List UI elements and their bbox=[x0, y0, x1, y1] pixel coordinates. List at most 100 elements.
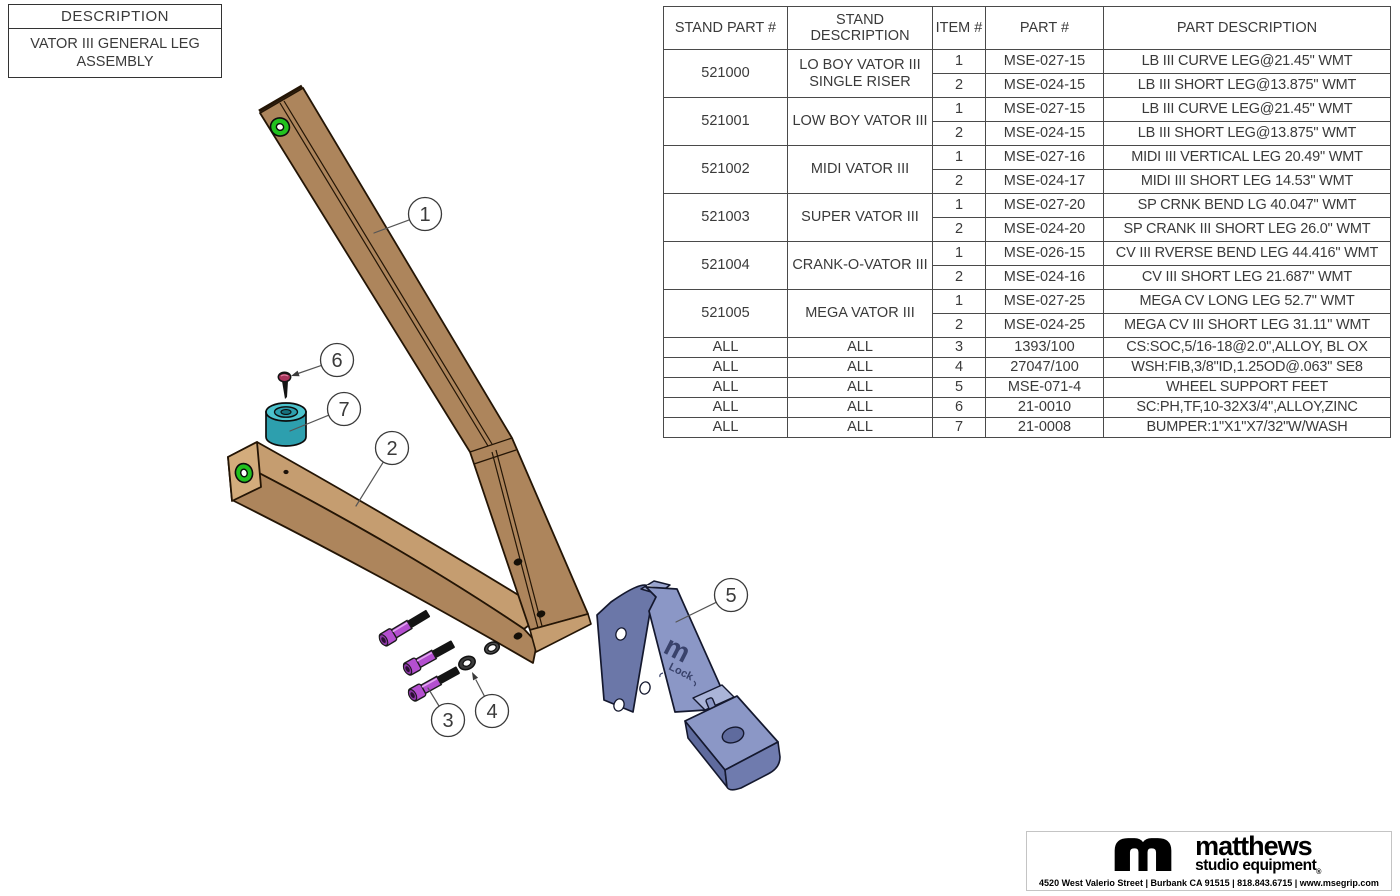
callout-4 bbox=[474, 693, 510, 729]
item-cell: 1 bbox=[932, 241, 986, 266]
stand-description-cell: ALL bbox=[787, 417, 933, 438]
svg-text:5: 5 bbox=[725, 585, 736, 607]
stand-part-cell: 521004 bbox=[663, 241, 788, 290]
table-row: 2 MSE-024-16 CV III SHORT LEG 21.687" WM… bbox=[664, 265, 1391, 290]
svg-text:2: 2 bbox=[386, 438, 397, 460]
item-cell: 2 bbox=[932, 217, 986, 242]
part-description-cell: WSH:FIB,3/8"ID,1.25OD@.063" SE8 bbox=[1103, 357, 1391, 378]
callout-7 bbox=[326, 391, 362, 427]
callout-3 bbox=[430, 702, 466, 738]
stand-part-cell: 521002 bbox=[663, 145, 788, 194]
table-row: 2 MSE-024-25 MEGA CV III SHORT LEG 31.11… bbox=[664, 313, 1391, 338]
item-cell: 1 bbox=[932, 97, 986, 122]
part-cell: MSE-027-15 bbox=[985, 49, 1104, 74]
part-cell: MSE-024-17 bbox=[985, 169, 1104, 194]
leg-hole bbox=[536, 610, 546, 618]
stand-part-cell: ALL bbox=[663, 397, 788, 418]
stand-description-cell: ALL bbox=[787, 357, 933, 378]
item-cell: 6 bbox=[932, 397, 986, 418]
washers-part bbox=[458, 641, 501, 671]
description-box: DESCRIPTION VATOR III GENERAL LEG ASSEMB… bbox=[8, 4, 222, 79]
parts-table: STAND PART # STAND DESCRIPTION ITEM # PA… bbox=[663, 6, 1391, 438]
table-row: 521000 LO BOY VATOR III SINGLE RISER 1 M… bbox=[663, 49, 1391, 98]
stand-part-cell: 521000 bbox=[663, 49, 788, 98]
part-cell: MSE-027-20 bbox=[985, 193, 1104, 218]
stand-description-cell: CRANK-O-VATOR III bbox=[787, 241, 933, 290]
company-address: 4520 West Valerio Street | Burbank CA 91… bbox=[1039, 878, 1379, 889]
grommet-icon bbox=[269, 117, 291, 137]
table-row: ALL ALL 7 21-0008 BUMPER:1"X1"X7/32"W/WA… bbox=[663, 417, 1391, 438]
item-cell: 1 bbox=[932, 193, 986, 218]
part-description-cell: LB III CURVE LEG@21.45" WMT bbox=[1103, 97, 1391, 122]
part-description-cell: SC:PH,TF,10-32X3/4",ALLOY,ZINC bbox=[1103, 397, 1391, 418]
part-description-cell: MEGA CV LONG LEG 52.7" WMT bbox=[1103, 289, 1391, 314]
callout-5 bbox=[713, 577, 749, 613]
stand-part-cell: 521003 bbox=[663, 193, 788, 242]
stand-description-cell: LO BOY VATOR III SINGLE RISER bbox=[787, 49, 933, 98]
part-cell: MSE-027-16 bbox=[985, 145, 1104, 170]
table-row: 2 MSE-024-17 MIDI III SHORT LEG 14.53" W… bbox=[664, 169, 1391, 194]
wheel-support-foot-part: m Lock bbox=[596, 580, 781, 791]
company-logo-block: matthews studio equipment® 4520 West Val… bbox=[1026, 831, 1392, 891]
part-description-cell: CV III RVERSE BEND LEG 44.416" WMT bbox=[1103, 241, 1391, 266]
item-cell: 2 bbox=[932, 73, 986, 98]
svg-text:1: 1 bbox=[419, 204, 430, 226]
part-description-cell: BUMPER:1"X1"X7/32"W/WASH bbox=[1103, 417, 1391, 438]
svg-text:3: 3 bbox=[442, 710, 453, 732]
stand-description-cell: SUPER VATOR III bbox=[787, 193, 933, 242]
table-row: 521001 LOW BOY VATOR III 1 MSE-027-15 LB… bbox=[663, 97, 1391, 146]
item-cell: 4 bbox=[932, 357, 986, 378]
svg-text:7: 7 bbox=[338, 399, 349, 421]
part-description-cell: MIDI III VERTICAL LEG 20.49" WMT bbox=[1103, 145, 1391, 170]
col-part-description: PART DESCRIPTION bbox=[1103, 6, 1391, 50]
item-cell: 1 bbox=[932, 289, 986, 314]
table-row: 2 MSE-024-15 LB III SHORT LEG@13.875" WM… bbox=[664, 121, 1391, 146]
part-cell: MSE-024-20 bbox=[985, 217, 1104, 242]
leg-hole bbox=[513, 632, 523, 640]
col-item: ITEM # bbox=[932, 6, 986, 50]
stand-description-cell: MIDI VATOR III bbox=[787, 145, 933, 194]
part-description-cell: MEGA CV III SHORT LEG 31.11" WMT bbox=[1103, 313, 1391, 338]
part-cell: MSE-071-4 bbox=[985, 377, 1104, 398]
callouts: 1 2 3 4 5 6 7 bbox=[289, 196, 749, 738]
table-row: 2 MSE-024-20 SP CRANK III SHORT LEG 26.0… bbox=[664, 217, 1391, 242]
brand-subtitle: studio equipment® bbox=[1195, 856, 1321, 877]
description-value: VATOR III GENERAL LEG ASSEMBLY bbox=[30, 36, 200, 71]
matthews-m-icon bbox=[1114, 838, 1172, 871]
part-cell: MSE-026-15 bbox=[985, 241, 1104, 266]
stand-part-cell: 521001 bbox=[663, 97, 788, 146]
item-cell: 1 bbox=[932, 49, 986, 74]
part-cell: 21-0010 bbox=[985, 397, 1104, 418]
table-header-row: STAND PART # STAND DESCRIPTION ITEM # PA… bbox=[663, 6, 1391, 50]
part-cell: MSE-024-15 bbox=[985, 73, 1104, 98]
part-description-cell: LB III SHORT LEG@13.875" WMT bbox=[1103, 121, 1391, 146]
stand-part-cell: ALL bbox=[663, 417, 788, 438]
part-cell: MSE-024-15 bbox=[985, 121, 1104, 146]
item-cell: 2 bbox=[932, 121, 986, 146]
stand-description-cell: MEGA VATOR III bbox=[787, 289, 933, 338]
table-row: 521002 MIDI VATOR III 1 MSE-027-16 MIDI … bbox=[663, 145, 1391, 194]
item-cell: 2 bbox=[932, 313, 986, 338]
table-row: ALL ALL 6 21-0010 SC:PH,TF,10-32X3/4",AL… bbox=[663, 397, 1391, 418]
leg-hole bbox=[513, 558, 523, 566]
part-description-cell: LB III SHORT LEG@13.875" WMT bbox=[1103, 73, 1391, 98]
bumper-part bbox=[265, 402, 307, 447]
table-row: 521004 CRANK-O-VATOR III 1 MSE-026-15 CV… bbox=[663, 241, 1391, 290]
stand-part-cell: ALL bbox=[663, 357, 788, 378]
description-header: DESCRIPTION bbox=[9, 5, 221, 29]
grommet-icon bbox=[234, 462, 254, 484]
small-screw-part bbox=[277, 371, 292, 399]
stand-description-cell: LOW BOY VATOR III bbox=[787, 97, 933, 146]
item-cell: 2 bbox=[932, 265, 986, 290]
item-cell: 2 bbox=[932, 169, 986, 194]
table-row: ALL ALL 5 MSE-071-4 WHEEL SUPPORT FEET bbox=[663, 377, 1391, 398]
registered-mark: ® bbox=[1316, 869, 1321, 877]
short-leg-part bbox=[227, 441, 547, 664]
stand-description-cell: ALL bbox=[787, 377, 933, 398]
part-cell: MSE-024-16 bbox=[985, 265, 1104, 290]
stand-part-cell: 521005 bbox=[663, 289, 788, 338]
part-description-cell: SP CRNK BEND LG 40.047" WMT bbox=[1103, 193, 1391, 218]
part-cell: MSE-027-15 bbox=[985, 97, 1104, 122]
col-stand-description: STAND DESCRIPTION bbox=[787, 6, 933, 50]
